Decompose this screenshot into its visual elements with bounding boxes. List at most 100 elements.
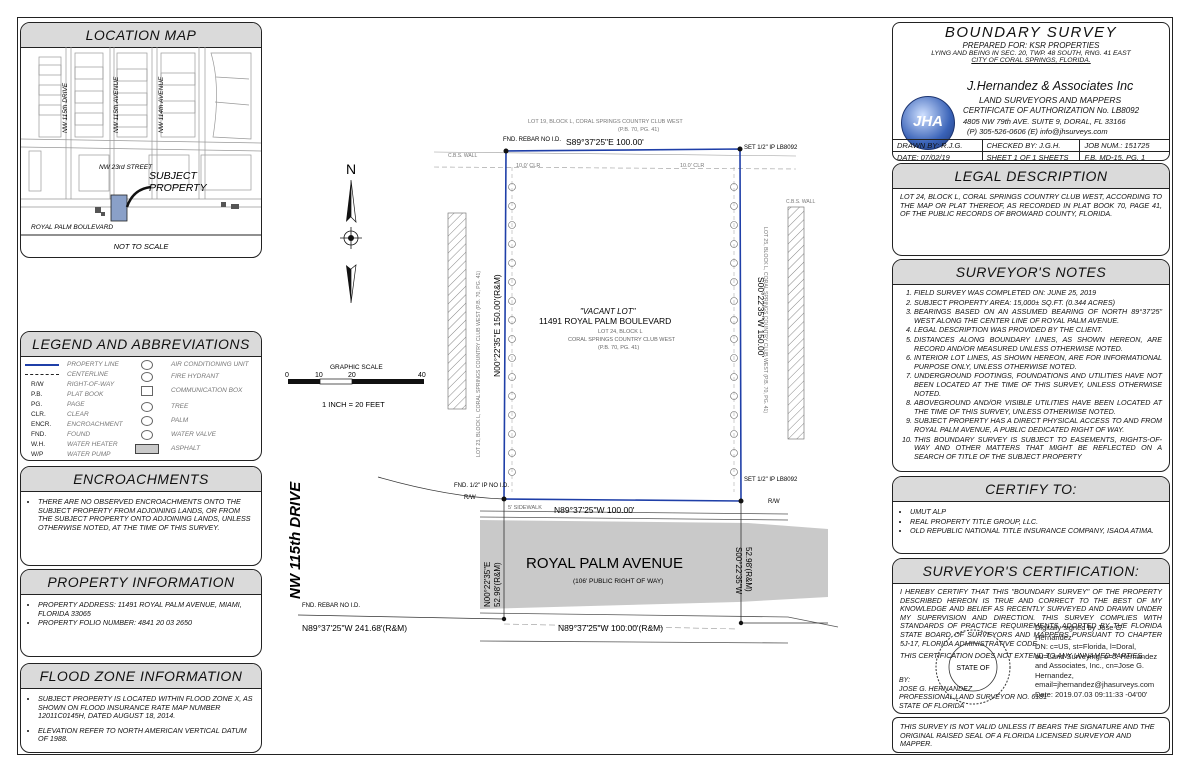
certify-to-title: CERTIFY TO:	[893, 477, 1169, 502]
validity-note: THIS SURVEY IS NOT VALID UNLESS IT BEARS…	[900, 722, 1155, 749]
property-info-title: PROPERTY INFORMATION	[21, 570, 261, 595]
list-item: PROPERTY ADDRESS: 11491 ROYAL PALM AVENU…	[38, 600, 254, 618]
right-of-way-label: R/W	[768, 499, 780, 505]
legend-key: R/W	[31, 381, 44, 388]
encroachments-list: THERE ARE NO OBSERVED ENCROACHMENTS ONTO…	[28, 497, 254, 532]
centerline-swatch	[25, 374, 59, 375]
found-rebar-label: FND. REBAR NO I.D.	[302, 603, 360, 609]
signer-title: PROFESSIONAL LAND SURVEYOR No. 6181	[899, 694, 1047, 701]
found-rebar-label: FND. REBAR NO I.D.	[503, 137, 561, 143]
set-iron-pipe-label: SET 1/2" IP LB8092	[744, 477, 798, 483]
legend-key: ENCR.	[31, 421, 52, 428]
lot-label: "VACANT LOT"	[580, 307, 637, 316]
sheet-number: SHEET 1 OF 1 SHEETS	[983, 152, 1081, 160]
survey-title: BOUNDARY SURVEY	[944, 24, 1118, 41]
svg-text:GRAPHIC SCALE: GRAPHIC SCALE	[330, 364, 383, 371]
tree-icon	[508, 430, 516, 438]
firm-address: 4805 NW 79th AVE. SUITE 9, DORAL, FL 331…	[963, 117, 1126, 126]
tree-icon	[508, 335, 516, 343]
road-name: ROYAL PALM AVENUE	[526, 555, 683, 572]
adjacent-lot: LOT 23, BLOCK L, CORAL SPRINGS COUNTRY C…	[476, 271, 482, 457]
wall-label: C.B.S. WALL	[448, 153, 477, 159]
list-item: OLD REPUBLIC NATIONAL TITLE INSURANCE CO…	[910, 527, 1162, 536]
street-label: NW 114th AVENUE	[158, 76, 165, 133]
certificate-number: CERTIFICATE OF AUTHORIZATION No. LB8092	[963, 106, 1140, 115]
legend-key: PG.	[31, 401, 43, 408]
tree-icon	[730, 335, 738, 343]
adjacent-lot: (P.B. 70, PG. 41)	[618, 127, 659, 133]
tree-icon	[508, 259, 516, 267]
certification-title: SURVEYOR'S CERTIFICATION:	[893, 559, 1169, 584]
digital-signature-line: Date: 2019.07.03 09:11:33 -04'00'	[1035, 689, 1148, 699]
legend-symbol-icon	[135, 444, 159, 454]
list-item: ELEVATION REFER TO NORTH AMERICAN VERTIC…	[38, 726, 254, 744]
firm-name: J.Hernandez & Associates Inc	[967, 79, 1134, 93]
flood-zone-panel: FLOOD ZONE INFORMATION SUBJECT PROPERTY …	[20, 663, 262, 753]
location-line: CITY OF CORAL SPRINGS, FLORIDA.	[971, 57, 1091, 64]
list-item: PROPERTY FOLIO NUMBER: 4841 20 03 2650	[38, 619, 254, 628]
certification-panel: SURVEYOR'S CERTIFICATION: I HEREBY CERTI…	[892, 558, 1170, 714]
legal-description-title: LEGAL DESCRIPTION	[893, 164, 1169, 189]
surveyor-notes-panel: SURVEYOR'S NOTES FIELD SURVEY WAS COMPLE…	[892, 259, 1170, 472]
list-item: SUBJECT PROPERTY IS LOCATED WITHIN FLOOD…	[38, 694, 254, 721]
set-iron-pipe-label: SET 1/2" IP LB8092	[744, 145, 798, 151]
surveyor-notes-list: FIELD SURVEY WAS COMPLETED ON: JUNE 25, …	[900, 288, 1162, 461]
digital-signature-line: and Associates, Inc., cn=Jose G.	[1035, 661, 1145, 670]
svg-text:N: N	[346, 161, 356, 177]
digital-signature-line: email=jhernandez@jhasurveys.com	[1035, 680, 1155, 689]
legend-label: WATER PUMP	[67, 451, 111, 458]
tree-icon	[508, 202, 516, 210]
graphic-scale: GRAPHIC SCALE 0 10 20 40 1 INCH = 20 FEE…	[285, 364, 426, 409]
subject-parcel	[110, 194, 128, 222]
not-to-scale-label: NOT TO SCALE	[114, 242, 170, 251]
certification-limit: THIS CERTIFICATION DOES NOT EXTEND TO AN…	[900, 651, 1145, 661]
tree-icon	[508, 278, 516, 286]
note-item: LEGAL DESCRIPTION WAS PROVIDED BY THE CL…	[914, 326, 1162, 335]
note-item: SUBJECT PROPERTY HAS A DIRECT PHYSICAL A…	[914, 416, 1162, 434]
lot-sub: CORAL SPRINGS COUNTRY CLUB WEST	[568, 337, 676, 343]
encroachments-panel: ENCROACHMENTS THERE ARE NO OBSERVED ENCR…	[20, 466, 262, 566]
legend-label: WATER VALVE	[171, 431, 216, 438]
road-bottom-bearing: N89°37'25"W 100.00'(R&M)	[558, 623, 663, 633]
tree-icon	[730, 449, 738, 457]
validity-note-panel: THIS SURVEY IS NOT VALID UNLESS IT BEARS…	[892, 717, 1170, 753]
survey-drawing: N GRAPHIC SCALE 0 10 20 40 1 INCH = 20 F…	[285, 119, 839, 644]
road-bearing: S00°22'35"W	[734, 547, 743, 595]
road-bearing: N00°22'35"E	[483, 562, 492, 607]
flood-zone-title: FLOOD ZONE INFORMATION	[21, 664, 261, 689]
legend-label: PLAT BOOK	[67, 391, 104, 398]
tree-icon	[730, 221, 738, 229]
company-logo: JHA	[901, 96, 955, 150]
checked-by: CHECKED BY: J.G.H.	[983, 140, 1081, 151]
firm-subtitle: LAND SURVEYORS AND MAPPERS	[979, 95, 1122, 105]
location-map-title: LOCATION MAP	[21, 23, 261, 48]
firm-contact: (P) 305-526-0606 (E) info@jhsurveys.com	[967, 127, 1108, 136]
legend-label: ASPHALT	[171, 445, 201, 452]
by-label: BY:	[899, 677, 911, 684]
tree-icon	[508, 354, 516, 362]
legend-label: TREE	[171, 403, 189, 410]
digital-signature-line: ou=Land Surveying, o=J. Hernandez	[1035, 651, 1158, 661]
legend-label: AIR CONDITIONING UNIT	[171, 361, 249, 368]
tree-icon	[508, 221, 516, 229]
legend-label: FOUND	[67, 431, 91, 438]
tree-icon	[730, 316, 738, 324]
legend-title: LEGEND AND ABBREVIATIONS	[21, 332, 261, 357]
legend-symbol-icon	[141, 372, 153, 382]
sidewalk-label: 5' SIDEWALK	[508, 505, 542, 511]
prepared-for: PREPARED FOR: KSR PROPERTIES	[962, 41, 1100, 50]
legend-symbol-icon	[141, 402, 153, 412]
note-item: ABOVEGROUND AND/OR VISIBLE UTILITIES HAV…	[914, 398, 1162, 416]
location-line: LYING AND BEING IN SEC. 20, TWP. 48 SOUT…	[931, 50, 1131, 57]
tree-icon	[508, 411, 516, 419]
signer-state: STATE OF FLORIDA	[899, 702, 965, 710]
location-map: NW 115th DRIVE NW 115th AVENUE NW 114th …	[21, 47, 261, 251]
adjacent-lot: LOT 19, BLOCK L, CORAL SPRINGS COUNTRY C…	[528, 119, 683, 125]
street-label: NW 23rd STREET	[99, 164, 153, 171]
legal-description-panel: LEGAL DESCRIPTION LOT 24, BLOCK L, CORAL…	[892, 163, 1170, 256]
right-of-way-label: R/W	[464, 495, 476, 501]
svg-text:20: 20	[348, 372, 356, 379]
legend-label: FIRE HYDRANT	[171, 373, 220, 380]
